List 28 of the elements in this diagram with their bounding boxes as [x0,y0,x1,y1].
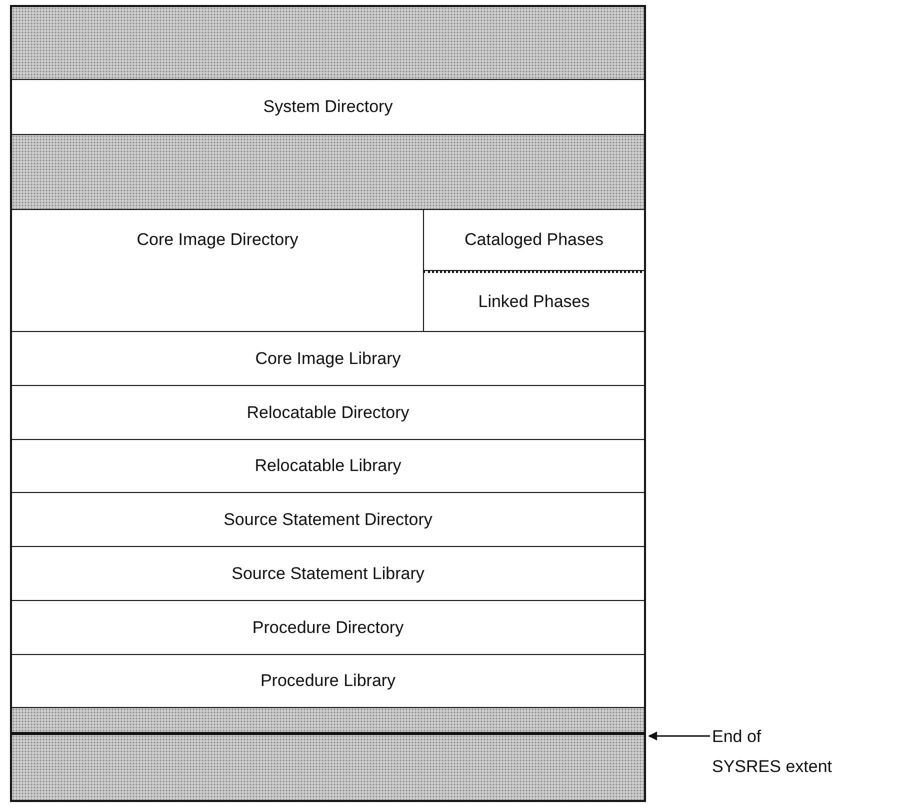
memory-area [423,210,646,271]
shaded-band [10,5,646,80]
area-label: Linked Phases [478,292,590,312]
shaded-band [10,708,646,735]
shaded-band [10,135,646,210]
area-label: Procedure Library [260,671,396,691]
area-label: Source Statement Library [232,564,424,584]
area-label: Procedure Directory [252,618,404,638]
memory-area [10,440,646,493]
memory-area [10,655,646,708]
memory-area [10,80,646,135]
arrow [648,732,710,740]
area-label: Relocatable Library [254,456,402,476]
area-label: Relocatable Directory [246,402,410,422]
area-label: Core Image Library [255,348,401,368]
shaded-band [10,735,646,802]
annotation-text: End of SYSRES extent [712,726,832,778]
memory-area [423,271,646,332]
memory-area [10,547,646,601]
area-label: Source Statement Directory [224,510,432,530]
memory-area [10,601,646,655]
memory-area [10,493,646,547]
area-label: System Directory [263,97,393,117]
memory-area [10,386,646,440]
memory-area [10,210,424,332]
memory-area [10,332,646,386]
area-label: Core Image Directory [136,230,298,250]
area-label: Cataloged Phases [464,230,604,250]
